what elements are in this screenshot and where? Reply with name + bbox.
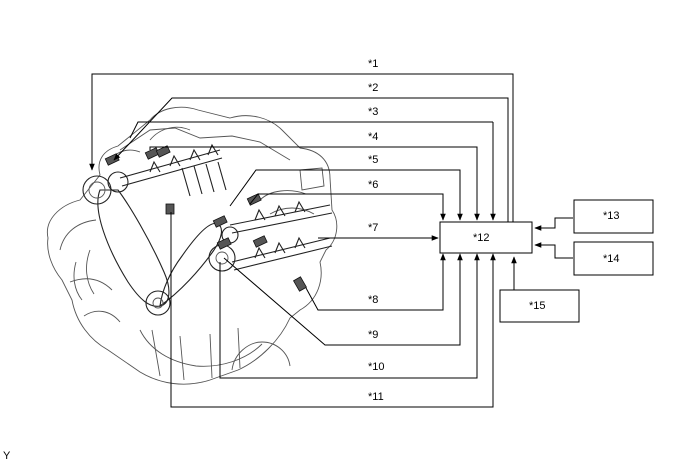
wire-6	[249, 193, 446, 221]
input-label-14: *14	[603, 253, 620, 265]
wire-4	[149, 146, 480, 221]
input-box-15	[499, 289, 580, 323]
input-label-15: *15	[529, 300, 546, 312]
callout-6: *6	[368, 179, 378, 191]
callout-9: *9	[368, 329, 378, 341]
wire-8	[305, 253, 446, 311]
callout-10: *10	[368, 361, 385, 373]
input-box-14	[573, 241, 654, 276]
callout-4: *4	[368, 131, 378, 143]
wire-14	[534, 242, 573, 259]
callout-3: *3	[368, 106, 378, 118]
callout-5: *5	[368, 154, 378, 166]
wire-10	[219, 253, 480, 379]
wire-5	[229, 169, 463, 221]
wire-2	[113, 97, 509, 222]
input-box-13	[573, 199, 654, 234]
wire-3	[129, 121, 493, 139]
callout-11: *11	[368, 391, 384, 403]
input-label-13: *13	[603, 210, 620, 222]
wire-9	[223, 253, 463, 346]
wire-1	[89, 73, 514, 222]
wire-11	[170, 212, 496, 408]
engine-illustration	[46, 106, 338, 385]
ecu-label: *12	[473, 232, 490, 244]
callout-8: *8	[368, 294, 378, 306]
corner-mark: Y	[3, 450, 11, 462]
wiring	[89, 73, 573, 408]
callout-2: *2	[368, 82, 378, 94]
ecu-box	[439, 221, 533, 254]
wire-13	[534, 217, 573, 231]
callout-1: *1	[368, 58, 378, 70]
callout-7: *7	[368, 222, 378, 234]
